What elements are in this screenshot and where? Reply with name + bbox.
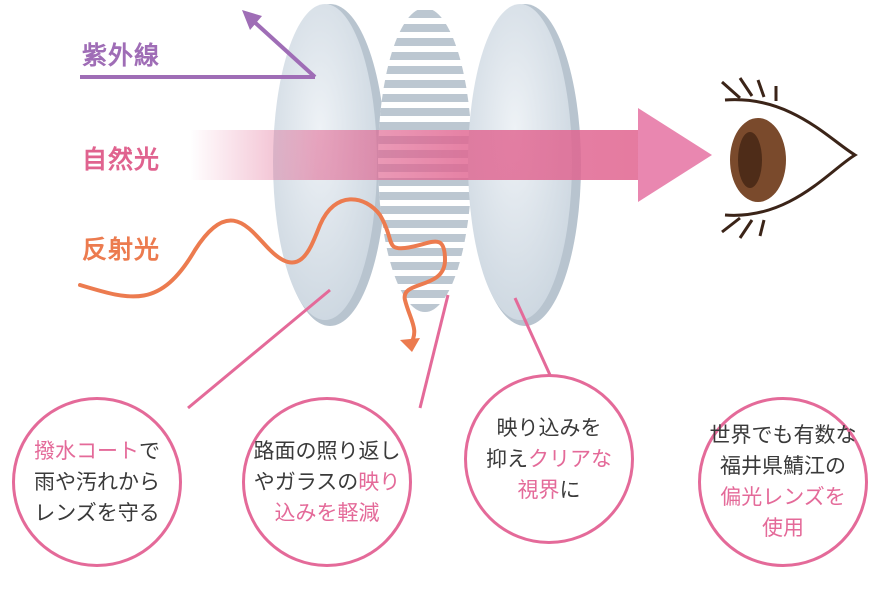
callout-highlight-text: クリアな <box>528 446 612 471</box>
callout-water-repellent: 撥水コートで雨や汚れからレンズを守る <box>12 397 182 567</box>
callout-line: やガラスの映り <box>254 467 401 498</box>
light-arrow-icon <box>190 108 712 202</box>
callout-text: 抑え <box>486 446 528 471</box>
film-stripe <box>378 108 472 116</box>
film-stripe <box>378 234 472 242</box>
callout-highlight-text: 視界 <box>517 477 560 502</box>
callout-connectors <box>187 288 552 410</box>
callout-text: やガラスの <box>253 469 359 494</box>
callout-text: 映り込みを <box>496 415 602 440</box>
callout-line: 世界でも有数な <box>710 420 857 451</box>
uv-label: 紫外線 <box>82 41 161 70</box>
film-stripe <box>378 66 472 74</box>
callout-sabae-lens: 世界でも有数な福井県鯖江の偏光レンズを使用 <box>698 397 868 567</box>
callout-line: 使用 <box>710 513 857 544</box>
film-stripe <box>378 276 472 284</box>
callout-line: 視界に <box>486 475 612 506</box>
film-stripe <box>378 262 472 270</box>
callout-glare-reduction: 路面の照り返しやガラスの映り込みを軽減 <box>242 397 412 567</box>
uv-arrow-icon <box>80 10 317 79</box>
film-stripe <box>378 220 472 228</box>
callout-highlight-text: 映り <box>358 469 401 494</box>
callout-highlight-text: 偏光レンズを <box>720 485 846 509</box>
callout-line: 映り込みを <box>486 413 612 444</box>
film-stripe <box>378 290 472 298</box>
eye-icon <box>721 77 858 239</box>
callout-clear-vision: 映り込みを抑えクリアな視界に <box>464 374 634 544</box>
film-stripe <box>378 122 472 130</box>
film-stripe <box>378 52 472 60</box>
callout-text: 雨や汚れから <box>34 469 160 494</box>
film-stripe <box>378 10 472 18</box>
film-stripe <box>378 24 472 32</box>
film-stripe <box>378 38 472 46</box>
film-stripe <box>370 318 480 326</box>
callout-line: 撥水コートで <box>34 436 160 467</box>
callout-line: 福井県鯖江の <box>710 451 857 482</box>
callout-text: 路面の照り返し <box>253 438 401 463</box>
callout-text: 福井県鯖江の <box>720 454 846 478</box>
reflect-wave-icon <box>78 197 448 352</box>
film-stripe <box>378 178 472 186</box>
film-stripe <box>378 192 472 200</box>
film-stripe <box>378 304 472 312</box>
film-stripe <box>378 206 472 214</box>
callout-highlight-text: 使用 <box>762 516 804 540</box>
callout-highlight-text: 撥水コート <box>34 438 139 463</box>
film-stripe <box>378 80 472 88</box>
natural-light-label: 自然光 <box>82 145 161 174</box>
film-stripe <box>378 248 472 256</box>
callout-line: 雨や汚れから <box>34 467 160 498</box>
callout-text: に <box>559 477 581 502</box>
callout-line: 路面の照り返し <box>254 436 401 467</box>
callout-line: 抑えクリアな <box>486 444 612 475</box>
callout-line: 込みを軽減 <box>254 498 401 529</box>
callout-text: 世界でも有数な <box>709 423 857 447</box>
callout-line: レンズを守る <box>34 498 160 529</box>
callout-highlight-text: 込みを軽減 <box>274 500 380 525</box>
callout-line: 偏光レンズを <box>710 482 857 513</box>
callout-text: レンズを守る <box>34 500 160 525</box>
callout-text: で <box>139 438 160 463</box>
film-stripe <box>378 94 472 102</box>
reflected-light-label: 反射光 <box>82 235 161 264</box>
